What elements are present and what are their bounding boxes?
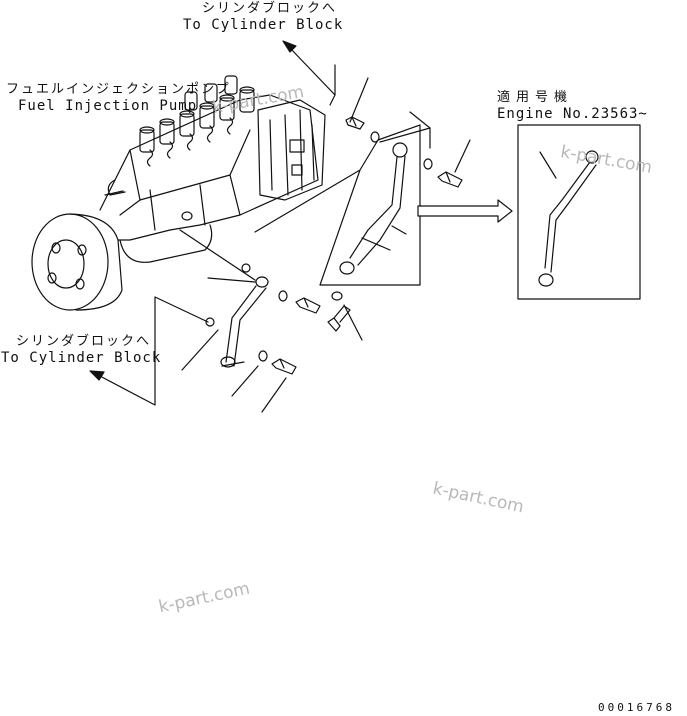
arrow-right-icon (417, 199, 513, 223)
document-id: 00016768 (598, 701, 675, 714)
oil-pipe-upper (339, 142, 408, 275)
oil-pipe-variant (538, 150, 599, 287)
lower-pipe-group (179, 229, 363, 413)
pipe-group-outline (254, 124, 421, 286)
left-label-en: To Cylinder Block (1, 350, 162, 366)
top-label-en: To Cylinder Block (183, 17, 344, 33)
arrow-left-icon (282, 40, 297, 53)
top-leader (289, 47, 336, 106)
serial-label-en: Engine No.23563~ (497, 106, 648, 122)
pump-label-en: Fuel Injection Pump (18, 98, 198, 114)
fuel-injection-pump (31, 75, 326, 311)
upper-bolt (345, 116, 365, 130)
serial-label-jp: 適用号機 (497, 90, 574, 105)
washer (370, 131, 380, 143)
right-bolt (437, 171, 463, 188)
arrow-left-icon (89, 370, 105, 381)
variant-box (517, 124, 641, 300)
left-leader (97, 296, 209, 406)
pump-label-jp: フュエルインジェクションポンプ (6, 82, 231, 97)
left-label-jp: シリンダブロックへ (16, 334, 152, 349)
top-label-jp: シリンダブロックへ (202, 1, 338, 16)
washer (423, 158, 433, 170)
